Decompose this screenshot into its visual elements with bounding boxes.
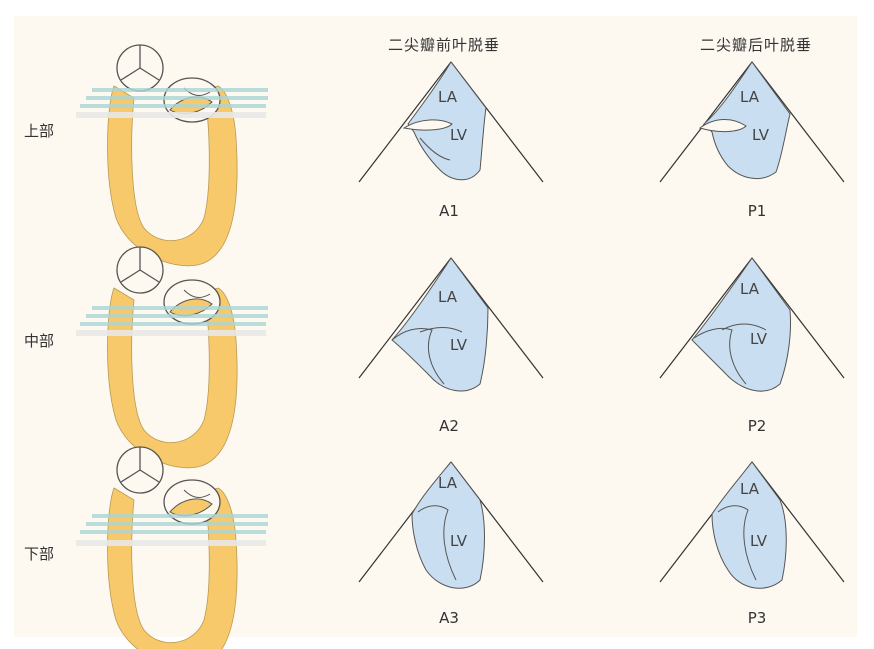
- chamber-label-la: LA: [740, 280, 760, 298]
- chamber-label-lv: LV: [752, 126, 770, 144]
- heart-diagram-lower: [76, 446, 268, 649]
- view-label-p2: P2: [747, 417, 767, 435]
- chamber-label-lv: LV: [450, 532, 468, 550]
- heart-diagram-middle: [76, 246, 268, 469]
- chamber-label-la: LA: [438, 88, 458, 106]
- column-heading-posterior: 二尖瓣后叶脱垂: [700, 36, 813, 54]
- chamber-label-lv: LV: [450, 336, 468, 354]
- echo-view-a1: LA LV: [358, 61, 544, 183]
- view-label-p3: P3: [747, 609, 767, 627]
- echo-view-a3: LA LV: [358, 461, 544, 589]
- column-heading-anterior: 二尖瓣前叶脱垂: [388, 36, 501, 54]
- view-label-a3: A3: [439, 609, 459, 627]
- view-label-a2: A2: [439, 417, 459, 435]
- chamber-label-lv: LV: [750, 532, 768, 550]
- row-label-middle: 中部: [24, 332, 55, 350]
- chamber-label-la: LA: [740, 480, 760, 498]
- view-label-p1: P1: [747, 202, 767, 220]
- echo-view-p2: LA LV: [659, 257, 845, 392]
- chamber-label-lv: LV: [450, 126, 468, 144]
- row-label-lower: 下部: [24, 545, 55, 563]
- echo-view-p1: LA LV: [659, 61, 845, 183]
- chamber-label-lv: LV: [750, 330, 768, 348]
- view-label-a1: A1: [439, 202, 459, 220]
- heart-diagram-upper: [76, 44, 268, 267]
- chamber-label-la: LA: [740, 88, 760, 106]
- chamber-label-la: LA: [438, 288, 458, 306]
- row-label-upper: 上部: [24, 122, 55, 140]
- echo-view-a2: LA LV: [358, 257, 544, 392]
- echo-view-p3: LA LV: [659, 461, 845, 589]
- chamber-label-la: LA: [438, 474, 458, 492]
